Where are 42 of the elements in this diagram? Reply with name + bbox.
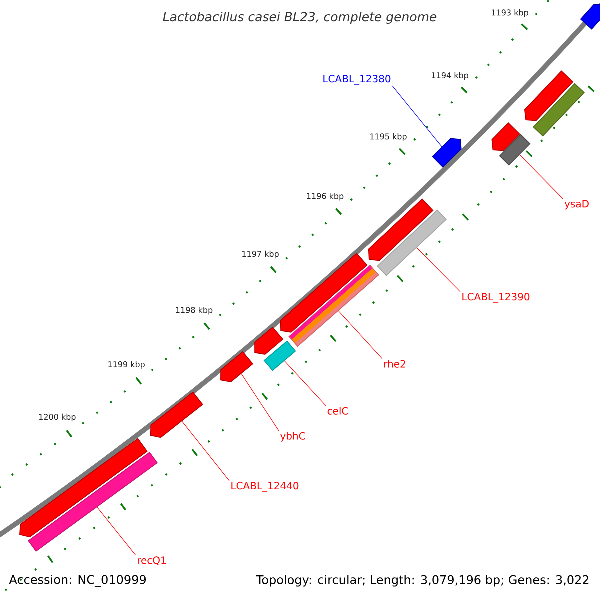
gene-feature: [368, 198, 434, 262]
gene-label: LCABL_12390: [462, 293, 530, 303]
leader-line: [392, 86, 442, 148]
gene-bar: [264, 340, 296, 372]
gene-feature: [20, 438, 148, 538]
genome-info-text: Topology: circular; Length: 3,079,196 bp; Genes: 3,022: [256, 575, 589, 587]
gene-label: celC: [328, 407, 348, 415]
scale-label: 1198 kbp: [176, 307, 213, 315]
gene-label: rhe2: [384, 360, 406, 368]
scale-label: 1193 kbp: [492, 10, 528, 18]
title: Lactobacillus casei BL23, complete genome: [163, 12, 437, 24]
leader-line: [284, 360, 326, 406]
gene-feature: [432, 138, 462, 168]
gene-feature: [524, 70, 574, 122]
scale-label: 1195 kbp: [370, 134, 407, 142]
gene-feature: [220, 351, 254, 383]
accession-text: Accession: NC_010999: [9, 575, 146, 587]
leader-line: [520, 154, 564, 200]
leader-line: [241, 374, 280, 432]
scale-label: 1196 kbp: [307, 193, 344, 201]
gene-bar: [499, 134, 531, 166]
leader-line: [338, 310, 383, 360]
gene-feature: [492, 122, 520, 152]
leader-line: [97, 507, 136, 556]
gene-label: recQ1: [138, 556, 166, 566]
gene-feature: [150, 392, 204, 438]
gene-label: LCABL_12380: [324, 75, 391, 85]
gene-feature: [254, 326, 284, 355]
scale-label: 1194 kbp: [432, 72, 468, 80]
scale-label: 1200 kbp: [39, 414, 76, 422]
gene-label: ybhC: [280, 432, 306, 442]
scale-label: 1197 kbp: [242, 250, 279, 259]
gene-feature: [580, 4, 600, 30]
gene-feature: [280, 252, 368, 333]
leader-line: [416, 248, 461, 292]
gene-label: LCABL_12440: [232, 482, 299, 492]
gene-bar: [533, 83, 585, 137]
gene-bar: [377, 210, 447, 276]
gene-label: ysaD: [564, 200, 589, 210]
gene-bar: [28, 452, 158, 552]
leader-line: [182, 421, 230, 482]
scale-label: 1199 kbp: [108, 361, 145, 370]
